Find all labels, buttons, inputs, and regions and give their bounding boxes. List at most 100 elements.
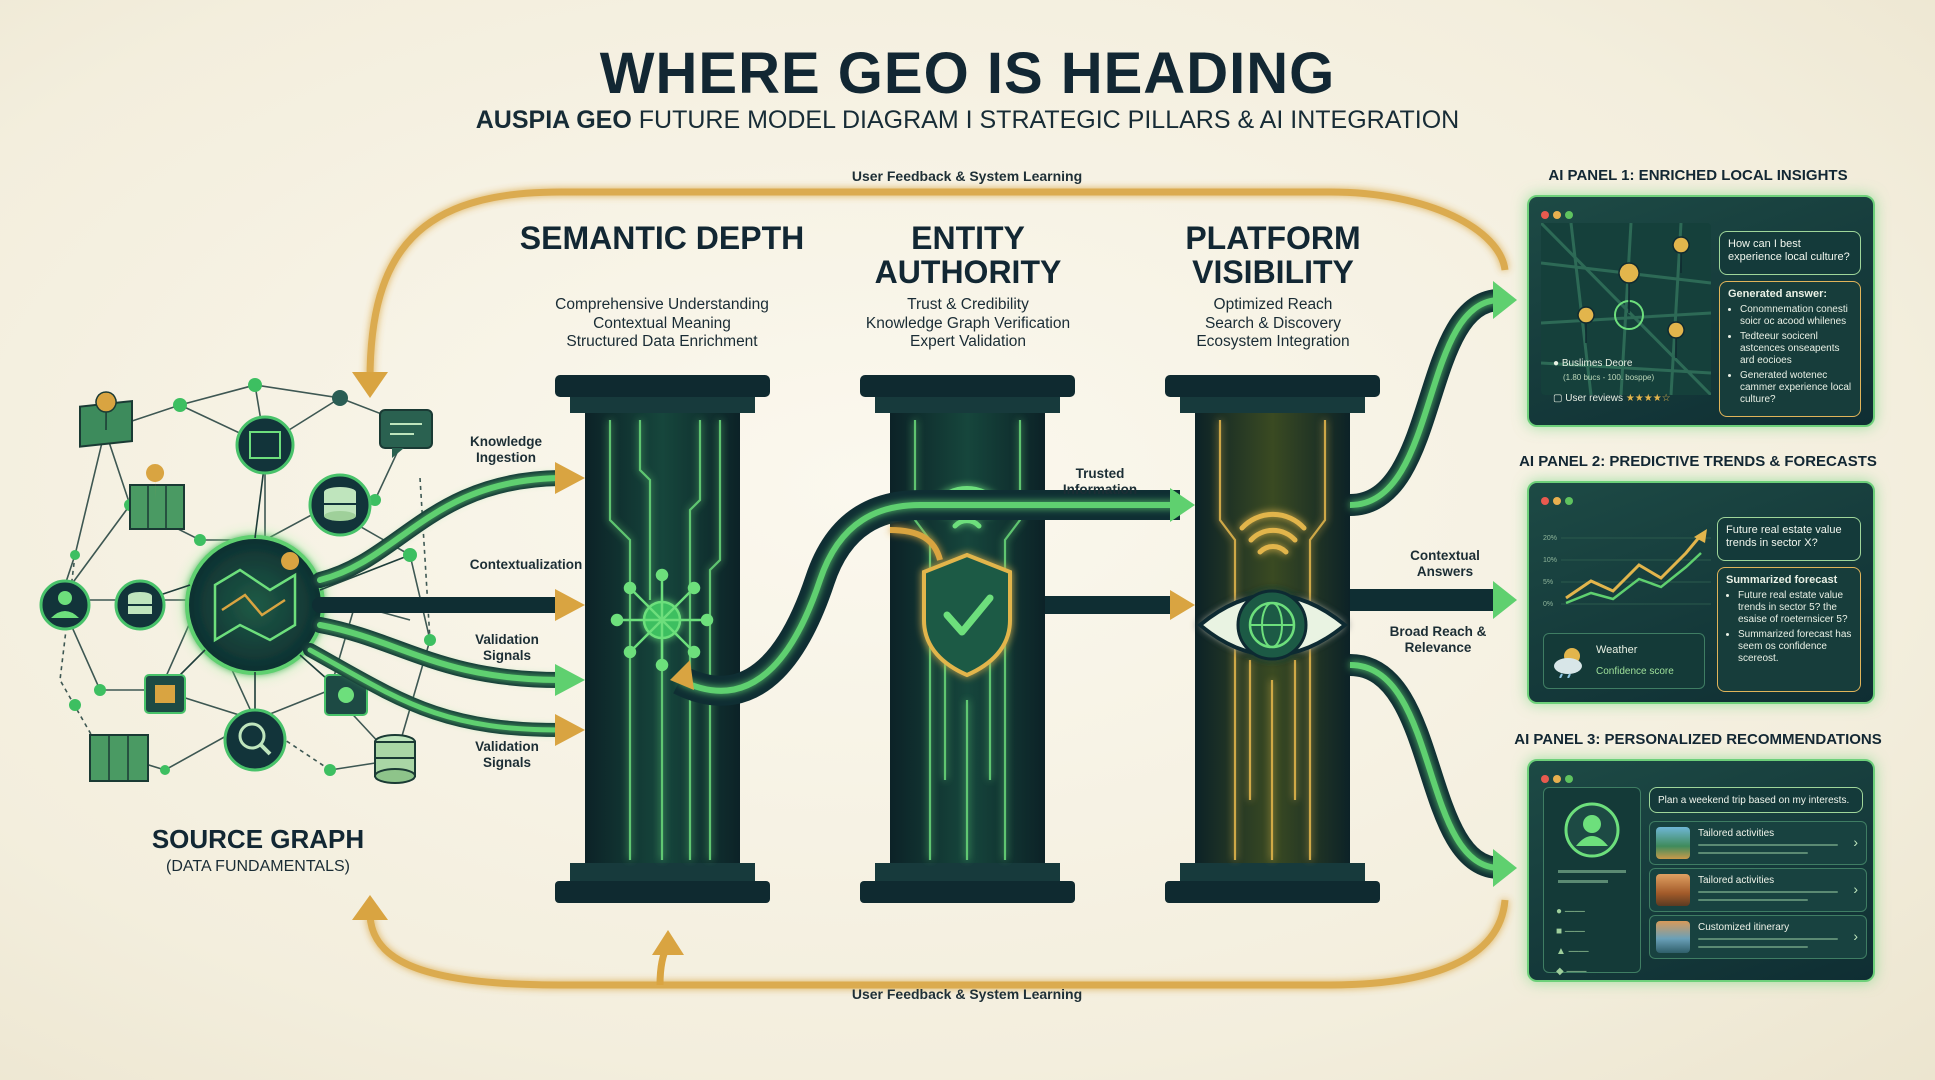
feedback-label-bottom: User Feedback & System Learning [851,986,1083,1002]
maximize-dot-icon [1565,497,1573,505]
network-chip-icon [324,674,368,716]
weather-cloud-icon [1554,648,1582,678]
profile-icons: ● ——■ ——▲ ——◆ —— [1556,906,1589,977]
close-dot-icon [1541,497,1549,505]
network-node-icon [610,568,714,672]
panel1-answer: Generated answer: Conomnemation conesti … [1719,281,1861,417]
flow-label-validation-1: Validation Signals [475,632,539,663]
recommendation-label: Tailored activities [1698,875,1775,886]
answer-title: Summarized forecast [1726,574,1838,586]
pillar-title-semantic: SEMANTIC DEPTH [519,220,805,256]
flow-label-knowledge: Knowledge Ingestion [469,434,542,465]
profile-line [1558,870,1626,873]
output-flows [1348,289,1502,879]
user-reviews: ▢ User reviews ★★★★☆ [1553,393,1671,404]
y-tick: 0% [1543,601,1554,608]
flow-label-validation-2: Validation Signals [475,739,539,770]
s-curve-flow [673,490,1180,706]
trend-chart [1561,529,1711,605]
panel3-heading: AI PANEL 3: PERSONALIZED RECOMMENDATIONS [1514,731,1882,748]
database-icon [308,473,372,537]
recommendation-item[interactable]: Tailored activities › [1649,868,1867,912]
answer-item: Tedteeur socicenl astcences onseapents a… [1740,331,1852,367]
ai-panel-3: ● ——■ ——▲ ——◆ —— Plan a weekend trip bas… [1527,759,1875,982]
folded-map-icon [89,734,149,782]
pillar-line: Search & Discovery [1204,314,1342,332]
chat-bubble-icon [379,409,433,458]
recommendation-label: Tailored activities [1698,828,1775,839]
city-map [1541,223,1711,395]
maximize-dot-icon [1565,211,1573,219]
business-name: ● Buslimes Deore [1553,358,1633,369]
rating-stars: ★★★★☆ [1625,393,1671,404]
recommendation-label: Customized itinerary [1698,922,1790,933]
pillar-line: Expert Validation [909,333,1027,350]
pillar-line: Ecosystem Integration [1196,333,1350,350]
business-meta: (1.80 bucs - 100. bosppe) [1563,373,1655,382]
recommendation-item[interactable]: Tailored activities › [1649,821,1867,865]
weather-label: Weather [1596,644,1638,656]
map-pin-icon [79,391,133,448]
ingestion-flows [303,470,568,737]
pillar-line: Comprehensive Understanding [555,296,769,313]
shield-check-icon [922,552,1012,678]
feedback-label-top: User Feedback & System Learning [851,168,1083,184]
close-dot-icon [1541,775,1549,783]
pillar-title-entity: ENTITY AUTHORITY [874,220,1062,290]
answer-item: Summarized forecast has seem os confiden… [1738,629,1852,665]
page-subtitle: AUSPIA GEO FUTURE MODEL DIAGRAM I STRATE… [0,106,1935,135]
reviews-label: User reviews [1565,393,1624,404]
close-dot-icon [1541,211,1549,219]
pillar-desc-platform: Optimized Reach Search & Discovery Ecosy… [1113,296,1433,352]
profile-line [1558,880,1608,883]
minimize-dot-icon [1553,775,1561,783]
subtitle-text: FUTURE MODEL DIAGRAM I STRATEGIC PILLARS… [638,106,1460,134]
avatar-icon [1564,802,1620,858]
profile-sidebar: ● ——■ ——▲ ——◆ —— [1543,787,1641,977]
pillar-line: Structured Data Enrichment [566,333,758,350]
ai-panel-2: 20% 10% 5% 0% Weather Confidence score F… [1527,481,1875,704]
text-line [1698,852,1808,854]
pillar-title-platform: PLATFORM VISIBILITY [1185,220,1361,290]
panel3-prompt: Plan a weekend trip based on my interest… [1649,787,1863,813]
signal-icon [1239,511,1307,555]
recommendation-item[interactable]: Customized itinerary › [1649,915,1867,959]
chevron-right-icon: › [1853,928,1858,944]
page-title: WHERE GEO IS HEADING [599,41,1336,106]
flow-label-trusted: Trusted Information [1062,466,1138,497]
text-line [1698,844,1838,846]
panel1-heading: AI PANEL 1: ENRICHED LOCAL INSIGHTS [1548,167,1848,184]
business-label: Buslimes Deore [1561,358,1633,369]
answer-item: Generated wotenec cammer experience loca… [1740,370,1852,406]
confidence-label: Confidence score [1596,666,1674,677]
pillar-line: Contextual Meaning [593,314,731,332]
answer-item: Conomnemation conesti soicr oc acood whi… [1740,304,1852,328]
circuit-map-icon [235,415,295,475]
pillar-line: Trust & Credibility [907,296,1029,313]
maximize-dot-icon [1565,775,1573,783]
pillar-line: Optimized Reach [1213,296,1333,313]
source-graph-subtitle: (DATA FUNDAMENTALS) [165,858,350,875]
text-line [1698,899,1808,901]
database-stack-icon [374,734,416,784]
thumbnail-image [1656,827,1690,859]
search-magnifier-icon [223,708,287,772]
answer-item: Future real estate value trends in secto… [1738,590,1852,626]
minimize-dot-icon [1553,211,1561,219]
weather-card: Weather Confidence score [1543,633,1705,689]
y-tick: 5% [1543,579,1554,586]
panel1-question: How can I best experience local culture? [1719,231,1861,275]
user-icon [39,579,91,631]
thumbnail-image [1656,874,1690,906]
panel2-question: Future real estate value trends in secto… [1717,517,1861,561]
chip-icon [144,674,186,714]
pillar-desc-entity: Trust & Credibility Knowledge Graph Veri… [808,296,1128,352]
text-line [1698,938,1838,940]
text-line [1698,891,1838,893]
panel2-answer: Summarized forecast Future real estate v… [1717,567,1861,692]
storage-icon [114,579,166,631]
y-tick: 10% [1543,557,1558,564]
minimize-dot-icon [1553,497,1561,505]
